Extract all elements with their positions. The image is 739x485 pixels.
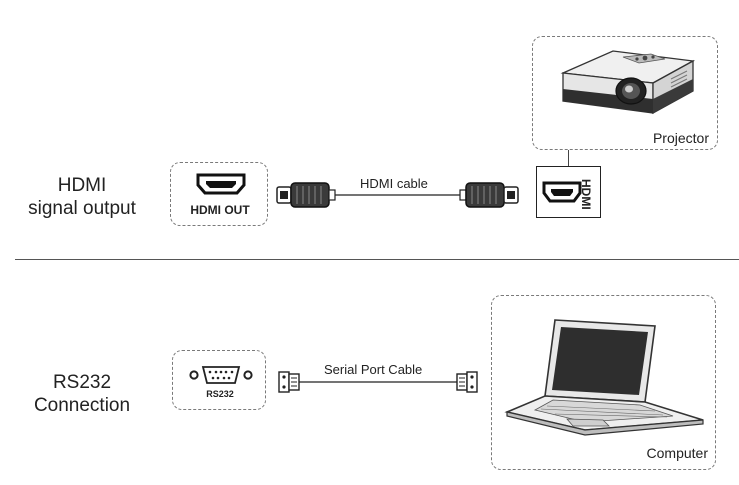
- projector-hdmi-port-label: HDMI: [579, 179, 593, 210]
- projector-box: Projector: [532, 36, 718, 150]
- hdmi-cable: [276, 182, 519, 208]
- hdmi-port-icon: [196, 173, 246, 195]
- hdmi-out-port-box: HDMI OUT: [170, 162, 268, 226]
- serial-plug-right: [456, 371, 478, 393]
- rs232-label-line2: Connection: [33, 395, 131, 416]
- serial-cable-label: Serial Port Cable: [324, 362, 423, 377]
- projector-hdmi-port: HDMI: [536, 166, 601, 218]
- hdmi-cable-label: HDMI cable: [360, 176, 428, 191]
- serial-plug-left: [278, 371, 300, 393]
- hdmi-plug-left: [276, 182, 336, 208]
- hdmi-label-line1: HDMI: [57, 175, 107, 196]
- hdmi-out-label-rest: OUT: [221, 203, 250, 217]
- hdmi-label-line2: signal output: [28, 198, 136, 219]
- hdmi-out-label: HDMI OUT: [171, 203, 269, 217]
- serial-port-cable: [278, 371, 478, 393]
- projector-caption: Projector: [652, 130, 709, 146]
- rs232-label-line1: RS232: [52, 372, 112, 393]
- rs232-port-box: RS232: [172, 350, 266, 410]
- hdmi-section-label: HDMI signal output: [22, 174, 142, 220]
- computer-caption: Computer: [646, 445, 708, 461]
- rs232-port-label: RS232: [206, 389, 234, 399]
- projector-icon: [560, 50, 696, 115]
- hdmi-out-label-bold: HDMI: [190, 203, 221, 217]
- projector-port-connector: [568, 150, 570, 166]
- section-divider: [15, 259, 739, 261]
- laptop-icon: [504, 319, 704, 436]
- rs232-section-label: RS232 Connection: [22, 371, 142, 417]
- rs232-port-icon: [189, 366, 253, 384]
- projector-hdmi-port-icon: [542, 181, 582, 203]
- computer-box: Computer: [491, 295, 716, 470]
- hdmi-plug-right: [459, 182, 519, 208]
